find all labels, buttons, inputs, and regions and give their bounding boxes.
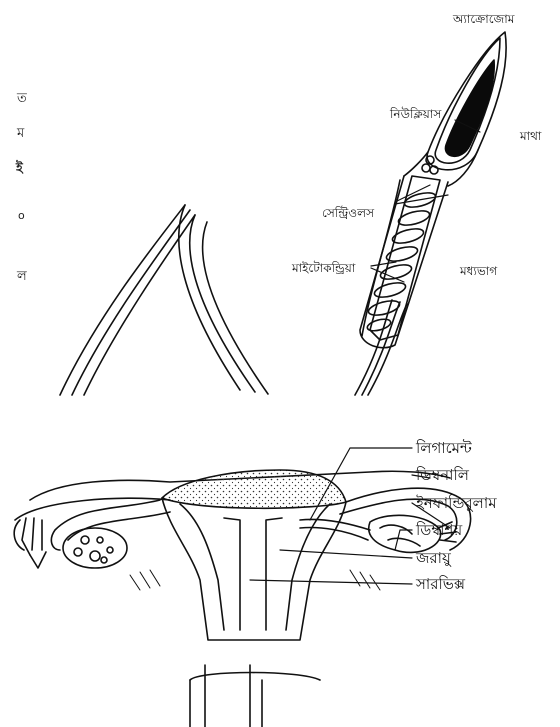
margin-fragment: ল <box>17 270 27 283</box>
oviduct-left <box>51 500 160 550</box>
label-cervix: সারভিক্স <box>416 577 465 592</box>
sperm-diagram: ত ম ই o ল অ্যাক্রোজোম নিউক্লিয়াস মাথা স… <box>0 0 560 400</box>
label-centrioles: সেন্ট্রিওলস <box>322 207 374 219</box>
vagina <box>190 680 262 727</box>
label-oviduct: ডিম্বনালি <box>416 468 469 483</box>
label-ovary: ডিম্বাশয় <box>416 523 462 538</box>
female-reproductive-diagram: লিগামেন্ট ডিম্বনালি ইনফান্ডিবুলাম ডিম্বা… <box>0 400 560 727</box>
uterine-fundus <box>162 470 346 508</box>
label-head: মাথা <box>520 130 541 142</box>
label-acrosome: অ্যাক্রোজোম <box>453 13 514 25</box>
sperm-drawing <box>0 0 560 400</box>
margin-fragment: ত <box>17 92 27 105</box>
uterus-drawing <box>0 400 560 727</box>
fimbriae-left <box>14 518 46 568</box>
margin-fragment: ম <box>17 127 24 140</box>
label-infundibulum: ইনফান্ডিবুলাম <box>416 496 497 511</box>
sperm-tail <box>60 205 407 395</box>
label-middle-piece: মধ্যভাগ <box>460 265 497 277</box>
centrioles <box>422 156 438 174</box>
ovary-left <box>63 528 127 568</box>
cervix <box>190 673 320 681</box>
margin-fragment: o <box>18 210 25 221</box>
label-mitochondria: মাইটোকন্ড্রিয়া <box>292 262 355 274</box>
label-uterus: জরায়ু <box>416 551 451 566</box>
label-ligament: লিগামেন্ট <box>416 441 472 456</box>
label-nucleus: নিউক্লিয়াস <box>390 108 441 120</box>
margin-fragment: ই <box>16 162 23 175</box>
